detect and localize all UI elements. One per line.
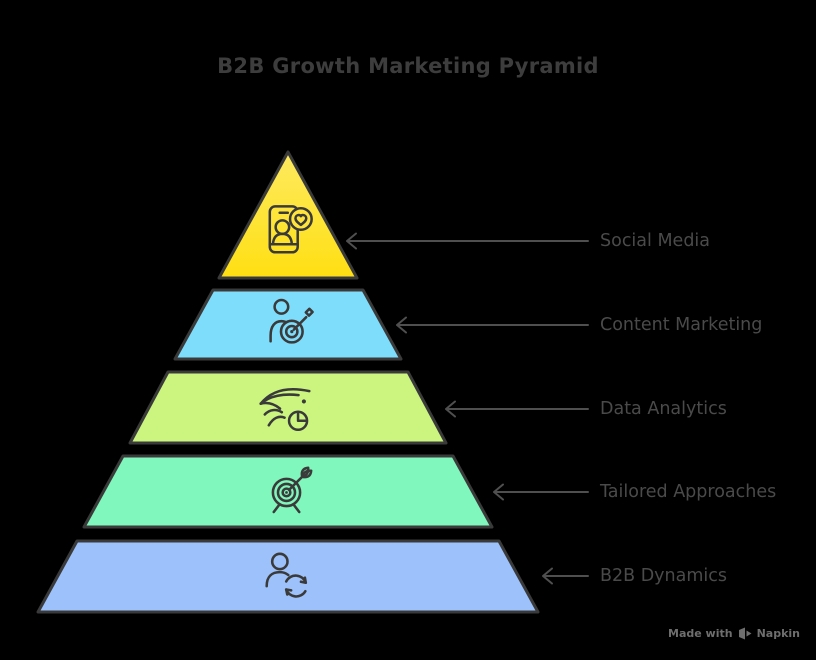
person-target-icon [269,298,314,344]
arrow-to-tailored-approaches [493,483,589,501]
person-sync-icon [265,552,308,598]
data-flow-pie-icon [259,388,311,432]
layer-label-data-analytics: Data Analytics [600,399,727,419]
arrow-to-social-media [346,232,589,250]
layer-label-content-marketing: Content Marketing [600,315,763,335]
napkin-logo-icon [738,627,752,639]
pyramid-layer-data-analytics [128,370,448,445]
pyramid-layer-tailored-approaches [82,454,494,529]
watermark-text: Made with [668,626,733,640]
layer-label-social-media: Social Media [600,231,711,251]
dartboard-arrow-icon [271,466,313,514]
layer-shape-b2b-dynamics [36,539,540,614]
phone-heart-icon [268,205,313,254]
layer-label-tailored-approaches: Tailored Approaches [600,482,777,502]
pyramid-layer-content-marketing [173,288,403,361]
pyramid-layer-b2b-dynamics [36,539,540,614]
watermark: Made with Napkin [668,625,800,641]
layer-shape-data-analytics [128,370,448,445]
layer-shape-social-media [217,150,359,280]
diagram-title: B2B Growth Marketing Pyramid [217,54,599,78]
pyramid-layer-social-media [217,150,359,280]
watermark-brand: Napkin [756,626,800,640]
arrow-to-b2b-dynamics [542,567,589,585]
layer-label-b2b-dynamics: B2B Dynamics [600,566,728,586]
arrow-to-content-marketing [396,316,589,334]
arrow-to-data-analytics [445,400,589,418]
